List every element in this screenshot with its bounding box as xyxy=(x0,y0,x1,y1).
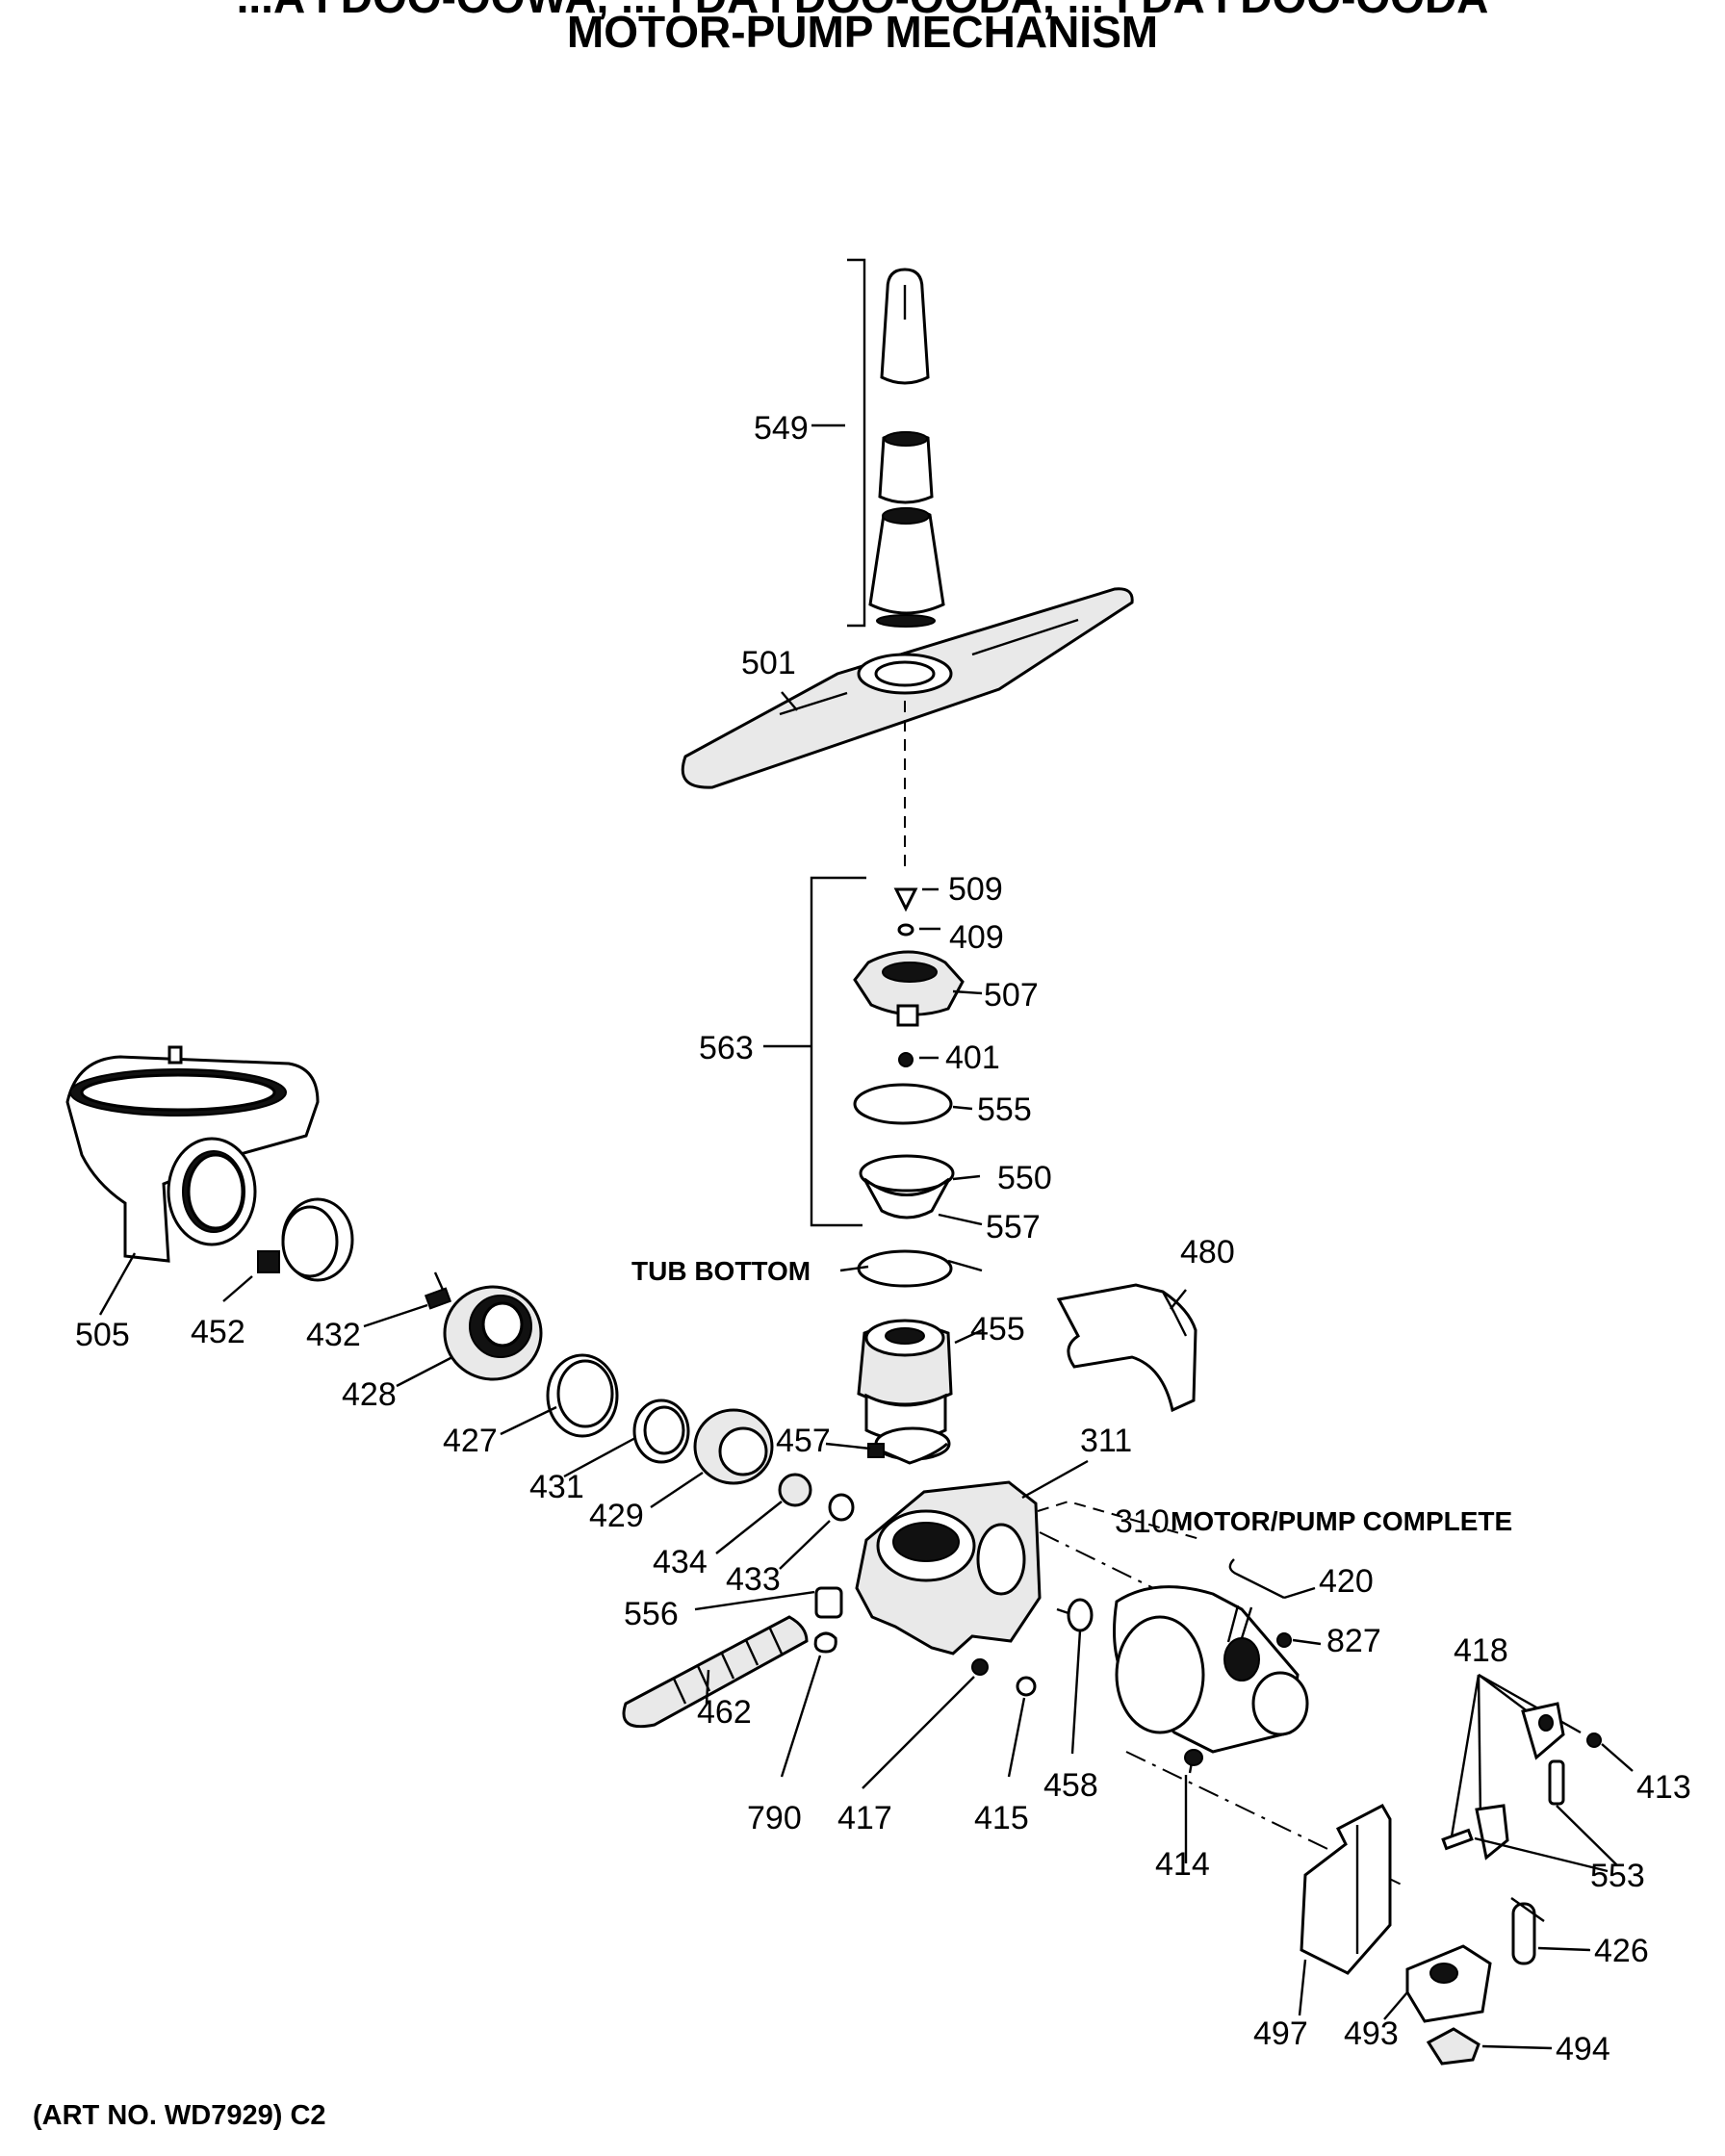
label-427: 427 xyxy=(443,1423,498,1459)
part-420-wire xyxy=(1228,1558,1316,1600)
label-553: 553 xyxy=(1590,1858,1645,1894)
part-311-pump-body xyxy=(855,1459,1089,1656)
label-431: 431 xyxy=(529,1469,584,1505)
label-tub-bottom: TUB BOTTOM xyxy=(631,1256,811,1286)
label-432: 432 xyxy=(306,1317,361,1353)
label-458: 458 xyxy=(1043,1767,1098,1804)
part-501-spray-arm xyxy=(681,587,1134,789)
part-553-springs xyxy=(1474,1759,1618,1873)
label-motor-pump-complete: MOTOR/PUMP COMPLETE xyxy=(1171,1506,1512,1536)
part-415-washer xyxy=(1007,1676,1037,1778)
part-432-spring xyxy=(363,1271,452,1328)
part-462-worm xyxy=(622,1615,809,1729)
label-455: 455 xyxy=(970,1311,1025,1348)
label-433: 433 xyxy=(726,1561,781,1598)
label-452: 452 xyxy=(191,1314,245,1350)
label-550: 550 xyxy=(997,1160,1052,1196)
art-number: (ART NO. WD7929) C2 xyxy=(33,2100,326,2131)
part-427-ring xyxy=(500,1353,619,1438)
label-462: 462 xyxy=(697,1694,752,1731)
part-417-washer xyxy=(862,1658,989,1789)
part-790-clip xyxy=(780,1631,837,1778)
part-428-filter xyxy=(396,1285,543,1388)
part-493 xyxy=(1383,1944,1492,2023)
label-555: 555 xyxy=(977,1091,1032,1128)
label-413: 413 xyxy=(1636,1769,1691,1806)
part-413 xyxy=(1586,1732,1634,1772)
label-420: 420 xyxy=(1319,1563,1374,1600)
label-827: 827 xyxy=(1326,1623,1381,1659)
page-title: MOTOR-PUMP MECHANISM xyxy=(566,7,1159,57)
label-563: 563 xyxy=(699,1030,754,1066)
label-494: 494 xyxy=(1556,2031,1610,2067)
label-790: 790 xyxy=(747,1800,802,1836)
label-556: 556 xyxy=(624,1596,679,1632)
part-458 xyxy=(1056,1598,1094,1755)
part-455 xyxy=(857,1319,983,1442)
label-401: 401 xyxy=(945,1040,1000,1076)
label-509: 509 xyxy=(948,871,1003,908)
label-426: 426 xyxy=(1594,1933,1649,1969)
label-415: 415 xyxy=(974,1800,1029,1836)
part-494 xyxy=(1426,2027,1553,2066)
label-310: 310 xyxy=(1115,1503,1170,1540)
part-426 xyxy=(1510,1897,1591,1965)
part-431 xyxy=(563,1399,690,1478)
label-428: 428 xyxy=(342,1376,397,1413)
label-557: 557 xyxy=(986,1209,1041,1245)
label-507: 507 xyxy=(984,977,1039,1014)
label-417: 417 xyxy=(837,1800,892,1836)
part-505-housing xyxy=(65,1045,320,1316)
part-827 xyxy=(1276,1632,1322,1648)
part-549-assembly xyxy=(811,258,945,628)
part-556 xyxy=(694,1586,843,1619)
label-311: 311 xyxy=(1080,1423,1132,1459)
label-429: 429 xyxy=(589,1498,644,1534)
label-493: 493 xyxy=(1344,2015,1399,2052)
partial-title: ...A I DOO-OOWA, ... I DA I DOO-OODA, ..… xyxy=(0,0,1725,23)
part-452-clamp xyxy=(222,1197,354,1302)
label-434: 434 xyxy=(653,1544,708,1580)
label-549: 549 xyxy=(754,410,809,447)
label-409: 409 xyxy=(949,919,1004,956)
part-434 xyxy=(715,1473,812,1554)
label-505: 505 xyxy=(75,1317,130,1353)
label-497: 497 xyxy=(1253,2015,1308,2052)
part-429-impeller xyxy=(650,1408,774,1508)
label-418: 418 xyxy=(1454,1632,1508,1669)
label-501: 501 xyxy=(741,645,796,681)
part-457-clamp xyxy=(825,1426,951,1465)
part-310-motor xyxy=(1037,1500,1309,1774)
part-433 xyxy=(779,1493,855,1570)
label-480: 480 xyxy=(1180,1234,1235,1270)
part-497-bracket xyxy=(1298,1804,1392,2016)
label-457: 457 xyxy=(776,1423,831,1459)
part-563-assembly xyxy=(763,876,983,1227)
part-480 xyxy=(1056,1283,1197,1413)
label-414: 414 xyxy=(1155,1846,1210,1883)
